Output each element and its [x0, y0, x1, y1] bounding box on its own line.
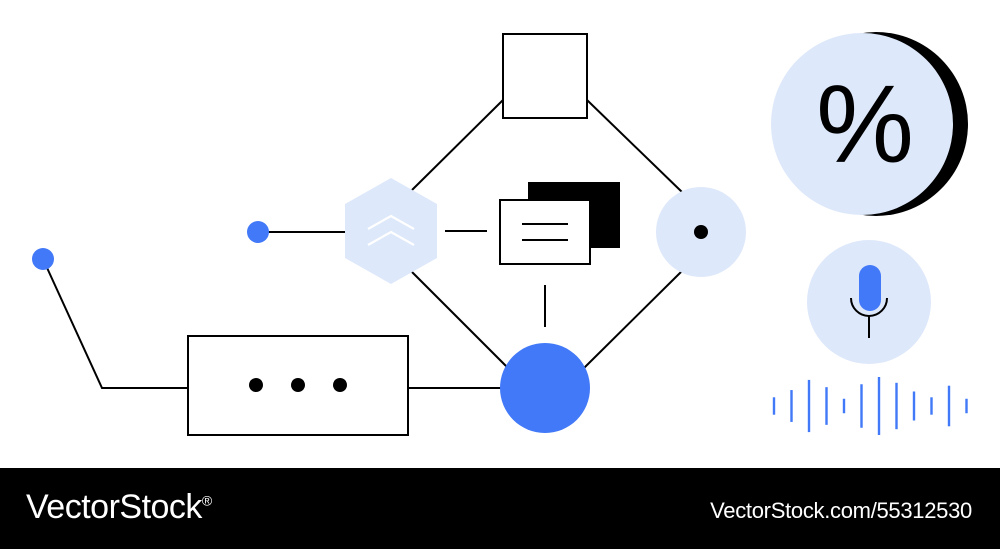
footer-bar: VectorStock® VectorStock.com/55312530	[0, 468, 1000, 549]
diagram-canvas: %	[32, 32, 968, 436]
percent-icon: %	[816, 63, 914, 186]
microphone-icon	[850, 265, 888, 338]
connector-top-right	[586, 99, 684, 194]
hexagon-endpoint-node	[247, 221, 269, 243]
document-window-icon	[499, 182, 620, 265]
connector-right-bottom	[583, 269, 684, 369]
connector-left-elbow	[42, 258, 188, 389]
connector-top-left	[411, 99, 504, 191]
connector-left-bottom	[411, 271, 509, 369]
blue-hub-circle	[500, 343, 590, 433]
center-dot	[694, 225, 708, 239]
brand-logo: VectorStock®	[26, 488, 212, 526]
double-chevron-up-icon	[367, 214, 415, 246]
top-square-node	[502, 33, 588, 119]
ellipsis-icon	[249, 378, 347, 392]
sound-wave	[772, 377, 968, 435]
stock-id-link[interactable]: VectorStock.com/55312530	[710, 498, 972, 523]
left-endpoint-node	[32, 248, 54, 270]
percent-badge: %	[771, 32, 968, 216]
